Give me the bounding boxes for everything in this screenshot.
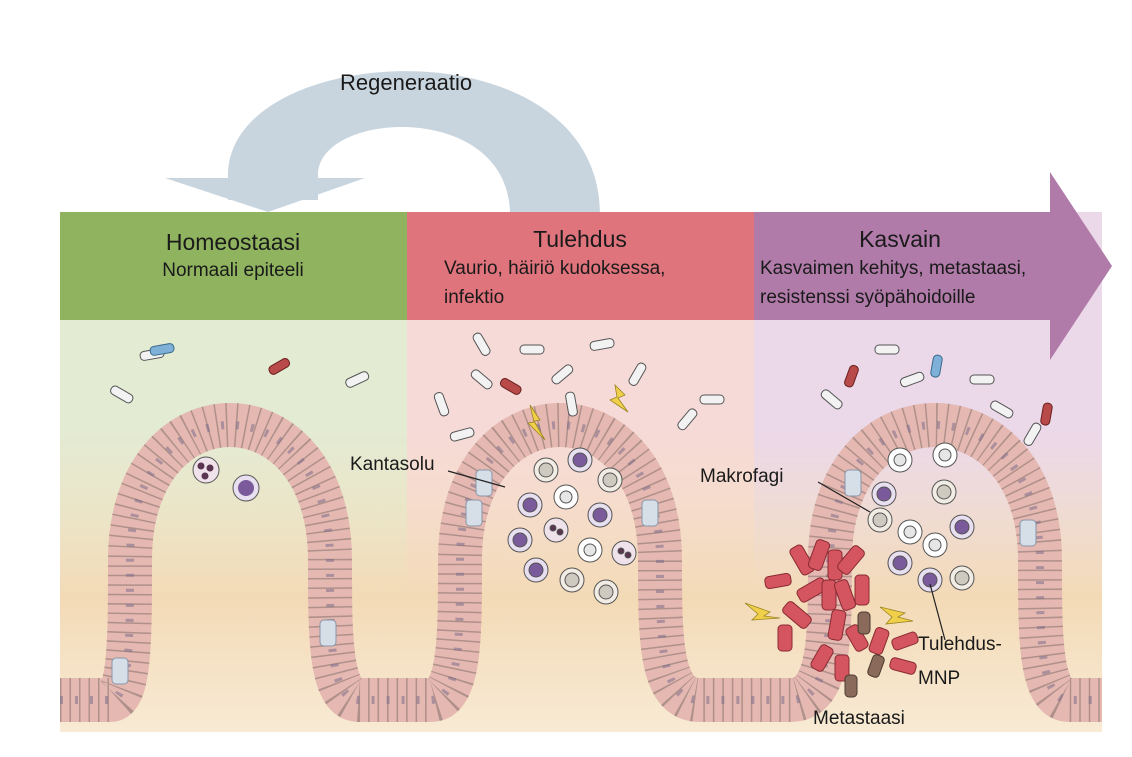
panel-title-tumor: Kasvain <box>859 226 941 252</box>
panel-title-homeostasis: Homeostaasi <box>166 229 300 255</box>
label-metastasis: Metastaasi <box>813 708 905 729</box>
label-inflammatory-1: Tulehdus- <box>918 634 1002 655</box>
panel-title-inflammation: Tulehdus <box>533 226 627 252</box>
label-macrophage: Makrofagi <box>700 466 783 487</box>
label-inflammatory-2: MNP <box>918 668 960 689</box>
label-stem-cell: Kantasolu <box>350 454 435 475</box>
panel-subtitle-tumor-2: resistenssi syöpähoidoille <box>760 287 975 308</box>
panel-subtitle-inflammation-1: Vaurio, häiriö kudoksessa, <box>444 258 665 279</box>
regeneration-label: Regeneraatio <box>340 70 472 95</box>
panel-subtitle-tumor-1: Kasvaimen kehitys, metastaasi, <box>760 258 1026 279</box>
panel-subtitle-homeostasis: Normaali epiteeli <box>162 260 304 281</box>
panel-subtitle-inflammation-2: infektio <box>444 287 504 308</box>
